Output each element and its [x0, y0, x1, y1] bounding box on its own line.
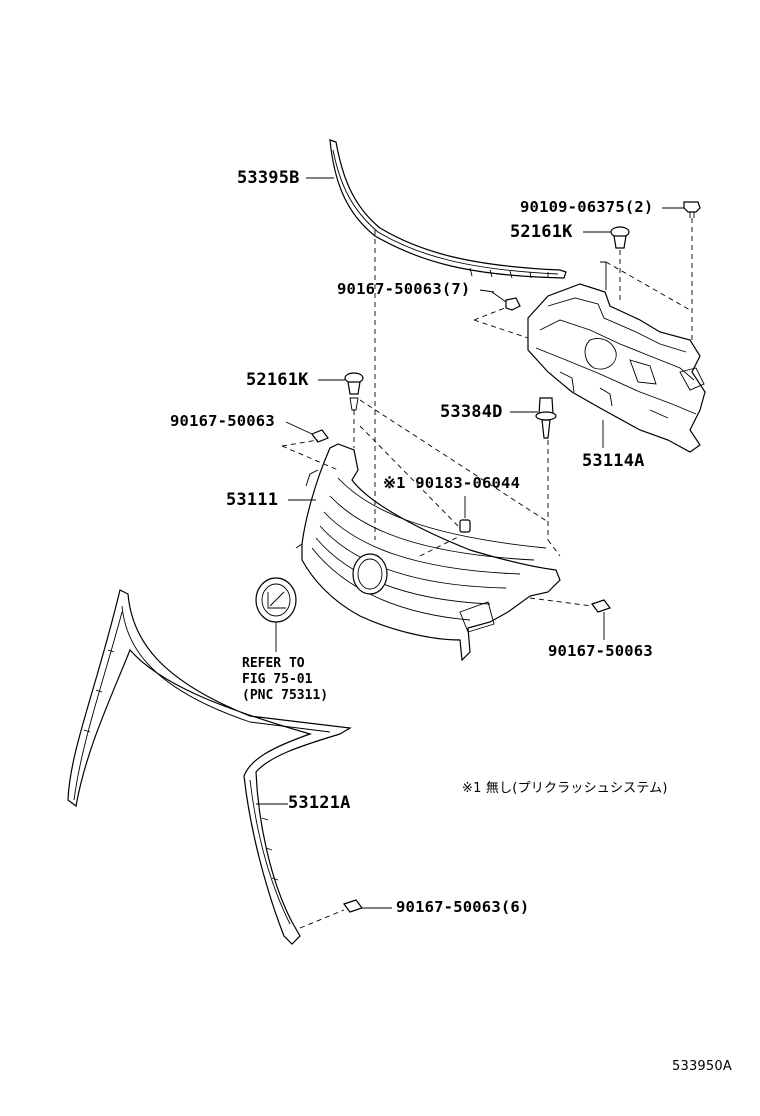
molding-53395b	[329, 139, 567, 279]
figure-id: 533950A	[672, 1059, 732, 1074]
clip-52161k-top	[610, 226, 630, 249]
label-53384d: 53384D	[440, 402, 503, 422]
label-53121a: 53121A	[288, 793, 351, 813]
reference-note: REFER TO FIG 75-01 (PNC 75311)	[242, 656, 328, 704]
label-52161k-top: 52161K	[510, 222, 573, 242]
grille-53111	[295, 443, 561, 662]
label-53111: 53111	[226, 490, 279, 510]
label-90167-50063-left: 90167-50063	[170, 412, 275, 430]
label-90167-50063-6: 90167-50063(6)	[396, 898, 530, 916]
reference-line-1: REFER TO	[242, 656, 305, 671]
screw-90167-50063-6	[343, 899, 363, 913]
clip-52161k-left	[344, 372, 364, 411]
support-53114a	[527, 261, 706, 453]
label-90109-06375: 90109-06375(2)	[520, 198, 654, 216]
molding-53121a	[67, 589, 352, 945]
label-90183-06044: ※1 90183-06044	[383, 474, 521, 492]
screw-90167-50063-left	[311, 429, 329, 443]
reference-line-3: (PNC 75311)	[242, 688, 329, 703]
label-53395b: 53395B	[237, 168, 300, 188]
label-52161k-left: 52161K	[246, 370, 309, 390]
screw-90167-50063-right	[591, 599, 611, 613]
bolt-90109-06375	[683, 201, 701, 218]
footnote: ※1 無し(プリクラッシュシステム)	[462, 781, 668, 796]
label-90167-50063-right: 90167-50063	[548, 642, 653, 660]
label-53114a: 53114A	[582, 451, 645, 471]
label-90167-50063-7: 90167-50063(7)	[337, 280, 471, 298]
clip-53384d	[535, 397, 557, 439]
emblem-lexus	[255, 577, 297, 623]
reference-line-2: FIG 75-01	[242, 672, 313, 687]
nut-90183-06044	[459, 519, 471, 533]
screw-90167-50063-7	[491, 291, 521, 311]
